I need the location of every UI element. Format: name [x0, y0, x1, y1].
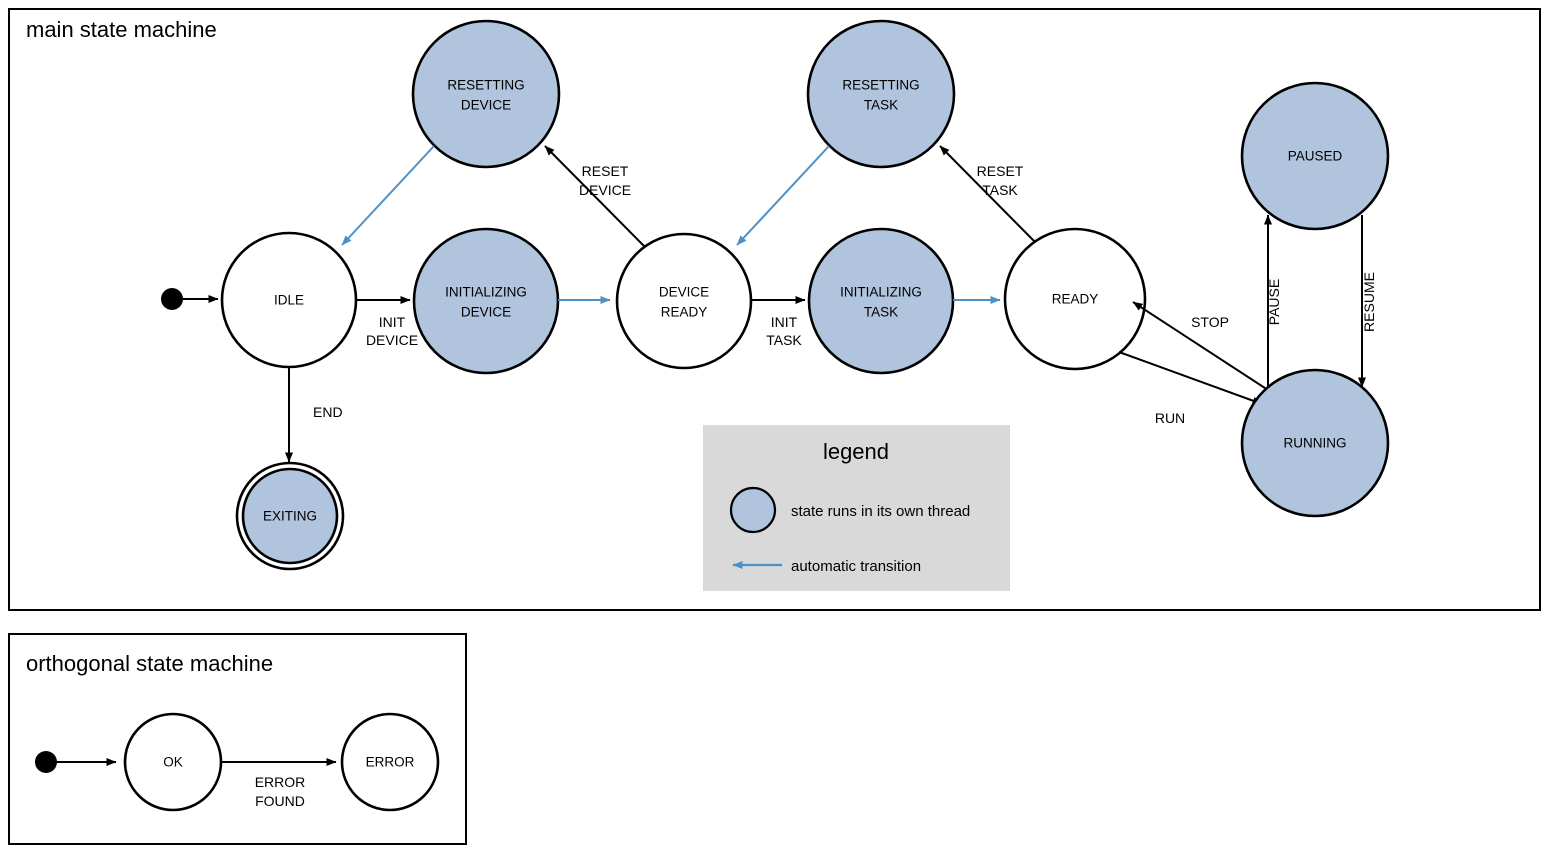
transition-auto-resetting-device-to-idle — [341, 145, 435, 246]
main-frame-title: main state machine — [26, 17, 217, 42]
orthogonal-frame-title: orthogonal state machine — [26, 651, 273, 676]
transition-run-label: RUN — [1155, 410, 1185, 426]
state-device-ready-label-line2: READY — [661, 305, 708, 320]
state-initializing-task-label-line2: TASK — [864, 305, 898, 320]
initial-state-marker — [161, 288, 183, 310]
state-initializing-task-label-line1: INITIALIZING — [840, 285, 922, 300]
state-error[interactable]: ERROR — [340, 712, 440, 812]
state-resetting-task-circle — [806, 19, 956, 169]
legend-item-threaded-state: state runs in its own thread — [729, 486, 970, 534]
transition-end-label: END — [313, 404, 343, 420]
transition-reset-task-label-line2: TASK — [982, 182, 1018, 198]
transition-stop — [1132, 301, 1269, 391]
transition-reset-device-label-line2: DEVICE — [579, 182, 631, 198]
transition-init-task-label-line2: TASK — [766, 332, 802, 348]
state-device-ready[interactable]: DEVICE READY — [615, 232, 753, 370]
transition-reset-device — [544, 145, 646, 248]
orthogonal-state-machine-frame: orthogonal state machine OK ERROR FOUND … — [8, 633, 467, 845]
state-resetting-task-label-line2: TASK — [864, 98, 898, 113]
state-resetting-device-circle — [411, 19, 561, 169]
legend-threaded-state-icon — [729, 486, 777, 534]
state-resetting-device-label-line2: DEVICE — [461, 98, 511, 113]
state-ready-circle — [1003, 227, 1147, 371]
state-initializing-device[interactable]: INITIALIZING DEVICE — [412, 227, 560, 375]
main-state-machine-frame: main state machine IDLE INIT DEVICE END … — [8, 8, 1541, 611]
state-running[interactable]: RUNNING — [1240, 368, 1390, 518]
state-initializing-device-label-line2: DEVICE — [461, 305, 511, 320]
transition-error-found-label-line2: FOUND — [255, 793, 305, 809]
state-exiting[interactable]: EXITING — [235, 461, 345, 571]
transition-init-device-label-line1: INIT — [379, 314, 406, 330]
transition-reset-task-label-line1: RESET — [977, 163, 1024, 179]
state-exiting-label: EXITING — [263, 509, 317, 524]
state-idle[interactable]: IDLE — [220, 231, 358, 369]
state-idle-label: IDLE — [274, 293, 304, 308]
state-initializing-task-circle — [807, 227, 955, 375]
legend-item-automatic-transition: automatic transition — [732, 558, 921, 575]
state-error-circle — [340, 712, 440, 812]
state-running-label: RUNNING — [1284, 436, 1347, 451]
legend-threaded-state-text: state runs in its own thread — [791, 503, 970, 520]
state-ready[interactable]: READY — [1003, 227, 1147, 371]
transition-init-task-label-line1: INIT — [771, 314, 798, 330]
legend-title: legend — [823, 439, 889, 464]
transition-resume-label: RESUME — [1361, 272, 1377, 332]
state-exiting-circle — [241, 467, 339, 565]
state-initializing-device-label-line1: INITIALIZING — [445, 285, 527, 300]
transition-reset-task — [939, 145, 1039, 246]
state-resetting-task-label-line1: RESETTING — [842, 78, 919, 93]
transition-run — [1118, 351, 1263, 405]
state-device-ready-circle — [615, 232, 753, 370]
transition-auto-resetting-task-to-device-ready — [736, 145, 830, 246]
transition-pause-label: PAUSE — [1266, 279, 1282, 325]
transition-init-device-label-line2: DEVICE — [366, 332, 418, 348]
state-initializing-task[interactable]: INITIALIZING TASK — [807, 227, 955, 375]
state-ok-label: OK — [163, 755, 183, 770]
transition-reset-device-label-line1: RESET — [582, 163, 629, 179]
state-ready-label: READY — [1052, 292, 1099, 307]
state-running-circle — [1240, 368, 1390, 518]
state-resetting-device-label-line1: RESETTING — [447, 78, 524, 93]
state-paused-circle — [1240, 81, 1390, 231]
state-device-ready-label-line1: DEVICE — [659, 285, 709, 300]
state-resetting-task[interactable]: RESETTING TASK — [806, 19, 956, 169]
state-paused-label: PAUSED — [1288, 149, 1343, 164]
transition-stop-label: STOP — [1191, 314, 1229, 330]
state-ok[interactable]: OK — [123, 712, 223, 812]
state-paused[interactable]: PAUSED — [1240, 81, 1390, 231]
legend: legend state runs in its own thread auto… — [703, 425, 1010, 591]
state-resetting-device[interactable]: RESETTING DEVICE — [411, 19, 561, 169]
orthogonal-initial-state-marker — [35, 751, 57, 773]
transition-error-found-label-line1: ERROR — [255, 774, 306, 790]
state-initializing-device-circle — [412, 227, 560, 375]
legend-automatic-transition-text: automatic transition — [791, 558, 921, 575]
state-error-label: ERROR — [366, 755, 415, 770]
